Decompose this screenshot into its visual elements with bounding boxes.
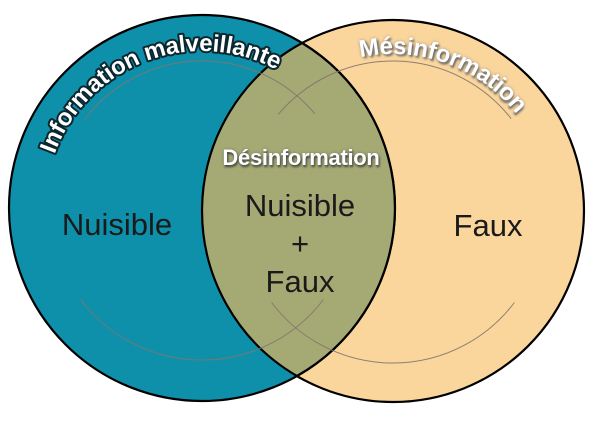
overlap-label-plus: +	[291, 226, 309, 261]
overlap-label-line1: Nuisible	[245, 188, 355, 223]
right-zone-label: Faux	[454, 208, 523, 243]
left-top-guide-arc	[84, 60, 315, 120]
right-bottom-guide-arc	[271, 302, 515, 364]
overlap-title: Désinformation	[222, 145, 379, 170]
overlap-label-line3: Faux	[266, 264, 335, 299]
right-top-guide-arc	[277, 60, 512, 120]
left-zone-label: Nuisible	[62, 207, 172, 242]
overlap-lens	[200, 41, 397, 378]
